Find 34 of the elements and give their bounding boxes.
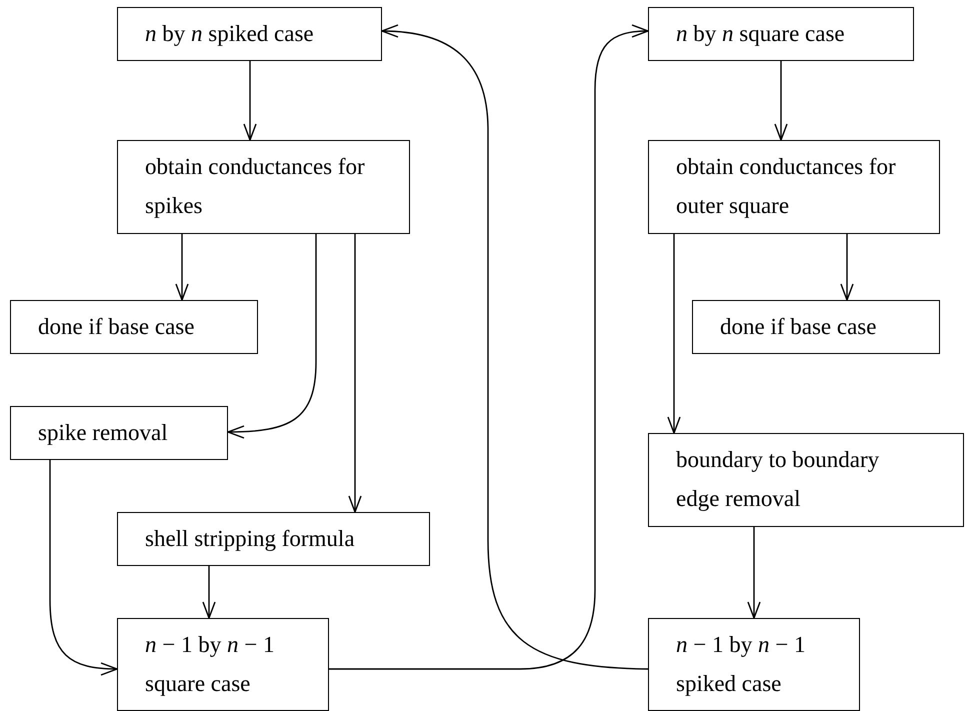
process-box (117, 7, 382, 61)
arrow (348, 234, 362, 513)
process-box (648, 7, 914, 61)
arrow (774, 61, 788, 141)
arrow (227, 234, 317, 438)
process-box (10, 406, 228, 460)
box-label: shell stripping formula (145, 525, 356, 553)
box-label: n by n spiked case (145, 20, 315, 48)
process-box (648, 140, 940, 234)
process-box (10, 300, 258, 354)
process-box (648, 433, 964, 527)
arrow (49, 460, 118, 676)
arrow (329, 24, 649, 670)
process-box (117, 618, 329, 711)
arrow (667, 234, 681, 434)
arrow (840, 234, 854, 301)
box-label: n by n square case (676, 20, 846, 48)
arrow (202, 566, 216, 619)
arrow (243, 61, 257, 141)
process-box (117, 512, 430, 566)
box-label: n − 1 by n − 1 square case (145, 631, 276, 698)
box-label: obtain conductances for outer square (676, 153, 897, 220)
process-box (648, 618, 860, 711)
arrow (175, 234, 189, 301)
arrow (747, 527, 761, 619)
box-label: done if base case (720, 313, 878, 341)
box-label: spike removal (38, 419, 169, 447)
arrow (381, 24, 648, 670)
box-label: done if base case (38, 313, 196, 341)
process-box (692, 300, 940, 354)
process-box (117, 140, 410, 234)
box-label: boundary to boundary edge removal (676, 446, 880, 513)
box-label: n − 1 by n − 1 spiked case (676, 631, 806, 698)
box-label: obtain conductances for spikes (145, 153, 366, 220)
